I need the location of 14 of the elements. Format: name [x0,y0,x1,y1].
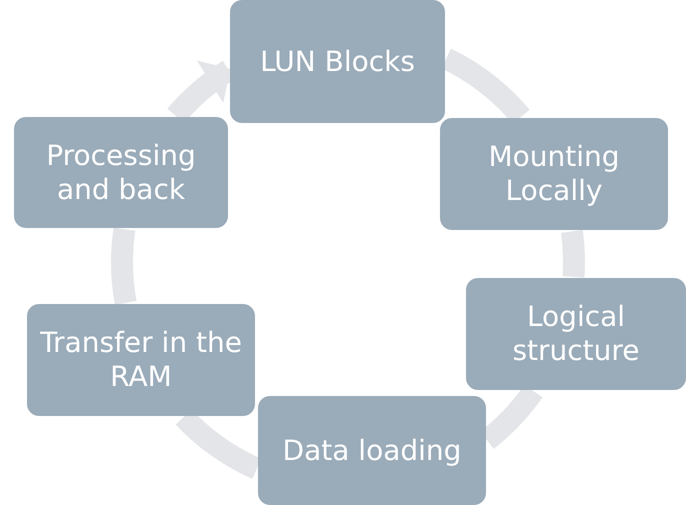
process-box [230,0,445,123]
process-box [258,396,486,505]
box-label: Processing and back [45,138,197,206]
process-box [440,118,668,230]
process-box [14,117,228,228]
box-label: Mounting Locally [487,140,621,208]
cycle-connector [560,230,585,278]
cycle-connector [111,228,137,304]
box-label: Data loading [282,434,462,468]
process-box [27,304,255,416]
box-label: Logical structure [511,300,641,368]
box-label: LUN Blocks [260,44,415,78]
box-label: Transfer in the RAM [39,326,243,394]
process-box [466,278,686,390]
